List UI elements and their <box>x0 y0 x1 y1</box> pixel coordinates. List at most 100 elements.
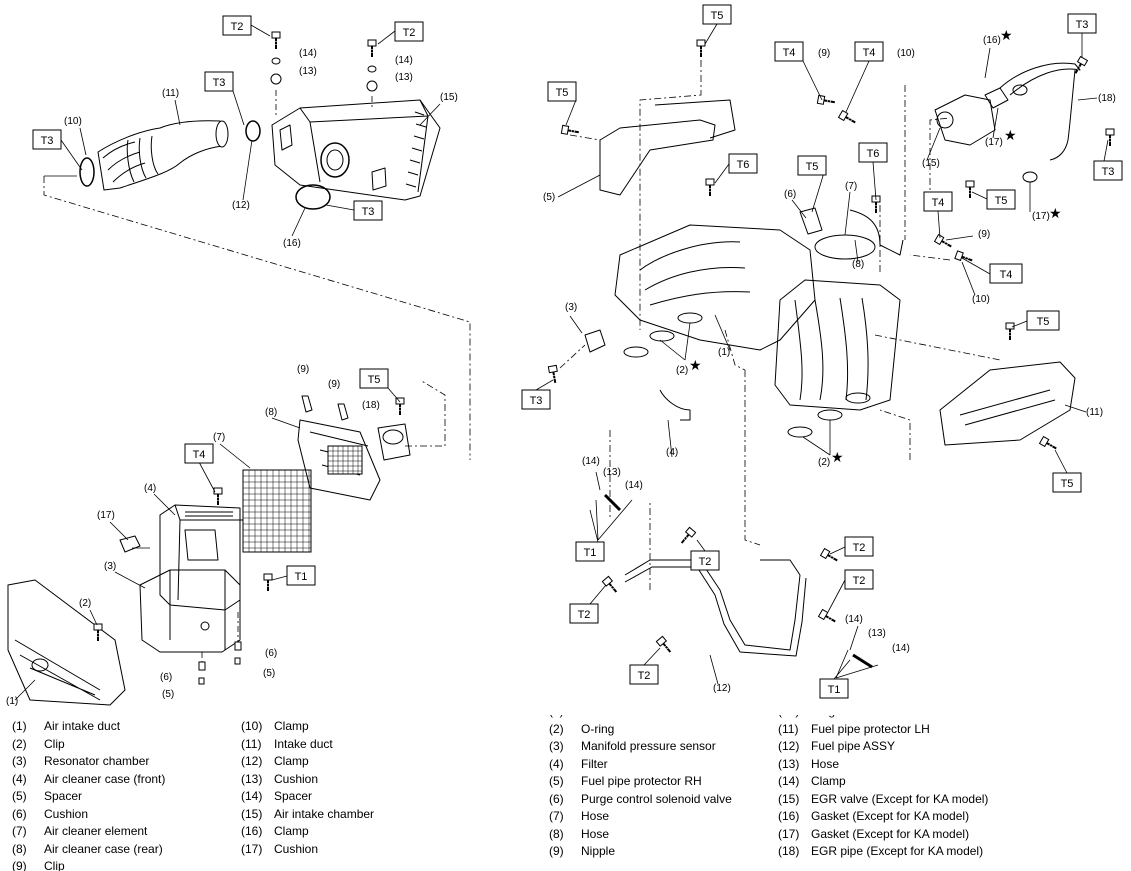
leader-line <box>1011 320 1028 328</box>
torque-tag-label: T2 <box>853 542 866 554</box>
legend-number: (6) <box>549 791 564 806</box>
callout-c14: (14) <box>582 456 600 467</box>
legend-number: (3) <box>549 739 564 753</box>
leader-line <box>271 575 288 581</box>
clamp-12 <box>245 120 261 142</box>
leader-line <box>937 210 941 239</box>
dashed-assembly-line <box>559 344 586 369</box>
torque-tag-t5: T5 <box>797 155 827 176</box>
legend-label: Filter <box>581 756 608 771</box>
torque-tag-box <box>1067 13 1097 34</box>
legend-label: Clamp <box>274 824 309 838</box>
torque-tag-box <box>728 153 758 174</box>
legend-number: (15) <box>241 806 263 821</box>
chamber-port <box>320 142 350 178</box>
leader-line <box>802 436 831 456</box>
torque-tag-box <box>547 81 577 102</box>
manifold-ports <box>794 297 869 401</box>
legend-number: (4) <box>12 771 27 786</box>
duct-hole <box>31 658 49 672</box>
torque-tag-label: T6 <box>867 148 880 160</box>
torque-tag-label: T4 <box>1000 269 1013 281</box>
bolt-t5-bottom <box>1038 435 1057 450</box>
bolt-t6 <box>705 178 715 196</box>
leader-line <box>1103 139 1109 162</box>
spacer-14 <box>271 57 281 65</box>
legend-label: Clip <box>44 859 65 871</box>
torque-tag-t1: T1 <box>286 565 316 586</box>
leader-line <box>854 239 859 263</box>
dashed-assembly-line <box>929 117 951 200</box>
gasket-17-b <box>1022 171 1038 183</box>
legend-label: Air cleaner element <box>44 824 148 838</box>
torque-tag-box <box>359 368 389 389</box>
legend-number: (2) <box>549 721 564 736</box>
callout-c8: (8) <box>265 407 277 418</box>
legend-label: Resonator chamber <box>44 754 150 768</box>
legend-label: Intake duct <box>274 736 333 751</box>
legend-label: Spacer <box>44 789 83 803</box>
hose-7-loop <box>814 234 876 260</box>
part-callouts: (14)(13)(14)(13)(15)(11)(10)(12)(16)(9)(… <box>6 28 1116 707</box>
callout-c9: (9) <box>328 379 340 390</box>
leader-line <box>405 379 446 447</box>
star-symbol: ★ <box>1049 206 1062 222</box>
legend-label: Manifold pressure sensor <box>581 739 716 753</box>
leader-line <box>791 199 807 219</box>
clip-2 <box>93 623 103 641</box>
star-symbol: ★ <box>1000 28 1013 44</box>
callout-c10: (10) <box>972 294 990 305</box>
callout-c8: (8) <box>852 259 864 270</box>
callout-c16: (16) <box>283 238 301 249</box>
leader-line <box>79 127 87 156</box>
legend-number: (13) <box>778 756 800 771</box>
torque-tag-box <box>222 15 252 36</box>
bolt-t5-left <box>560 124 579 135</box>
callout-c13: (13) <box>395 72 413 83</box>
callout-c11: (11) <box>162 88 179 99</box>
leader-line <box>992 107 999 139</box>
callout-c5: (5) <box>162 689 174 700</box>
torque-tag-t3: T3 <box>521 389 551 410</box>
cushion-6b <box>198 661 206 671</box>
gasket-16 <box>1012 84 1028 96</box>
case-front-window <box>184 529 219 561</box>
o-ring-2a <box>623 346 649 358</box>
bolt-t4-mid <box>933 233 952 248</box>
torque-tag-box <box>1026 310 1060 331</box>
torque-tag-label: T4 <box>193 449 206 461</box>
bolt-t5-right <box>1005 322 1015 340</box>
callout-c9: (9) <box>297 364 309 375</box>
callout-c7: (7) <box>845 181 857 192</box>
case-rear-grille <box>327 445 363 475</box>
callout-c9: (9) <box>978 229 990 240</box>
egr-valve-body <box>936 111 954 129</box>
legend-label: Air cleaner case (rear) <box>44 841 163 856</box>
callout-c15: (15) <box>440 92 458 103</box>
legend-number: (1) <box>549 715 564 719</box>
callout-c7: (7) <box>213 432 225 443</box>
air-intake-duct-1 <box>7 579 126 706</box>
torque-tag-box <box>844 569 874 590</box>
legend-number: (12) <box>778 739 800 753</box>
manifold-lower <box>774 279 901 411</box>
legend-label: EGR valve (Except for KA model) <box>811 791 989 806</box>
o-ring-2e <box>817 409 843 421</box>
bolt-t1-aircleaner <box>263 573 273 591</box>
dashed-assembly-line <box>724 329 746 371</box>
leader-line <box>597 499 633 541</box>
dashed-assembly-line <box>874 334 1001 361</box>
leader-line <box>971 191 988 200</box>
legend-number: (17) <box>241 841 263 856</box>
air-cleaner-case-rear-8 <box>297 419 381 501</box>
bolt-t5-egr <box>965 180 975 198</box>
legend-number: (8) <box>12 841 27 856</box>
torque-tag-t5: T5 <box>359 368 389 389</box>
spacer-5 <box>234 657 241 665</box>
leader-line <box>232 90 245 126</box>
torque-tag-label: T2 <box>699 556 712 568</box>
torque-tag-t2: T2 <box>690 550 720 571</box>
protector-rh-top <box>654 99 736 139</box>
clamp-10 <box>79 157 95 187</box>
torque-tag-label: T5 <box>1061 478 1074 490</box>
